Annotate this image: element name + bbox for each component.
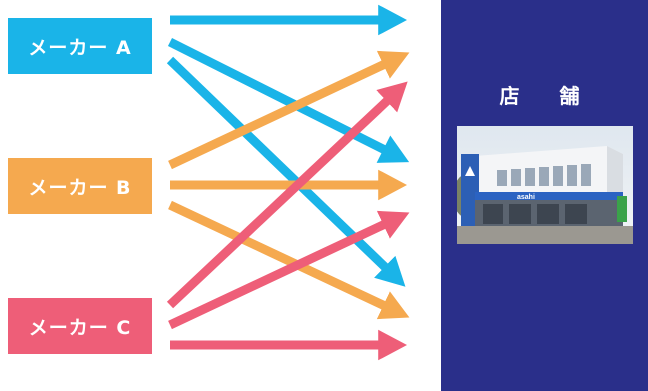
maker-b-box: メーカー B	[8, 158, 152, 214]
arrow-b-3	[168, 200, 410, 320]
arrow-c-1	[166, 81, 408, 309]
maker-c-box: メーカー C	[8, 298, 152, 354]
store-panel: 店 舗	[441, 0, 648, 391]
store-photo: asahi	[457, 126, 633, 244]
maker-b-label: メーカー B	[28, 176, 132, 199]
maker-c-label: メーカー C	[28, 316, 132, 339]
store-sign: asahi	[517, 194, 535, 201]
arrow-a-3	[166, 56, 406, 287]
store-title: 店 舗	[499, 84, 590, 108]
maker-a-box: メーカー A	[8, 18, 152, 74]
store-building-image: asahi	[457, 126, 633, 244]
arrow-b-1	[168, 50, 410, 170]
maker-a-label: メーカー A	[28, 36, 132, 59]
arrow-c-2	[168, 210, 410, 330]
